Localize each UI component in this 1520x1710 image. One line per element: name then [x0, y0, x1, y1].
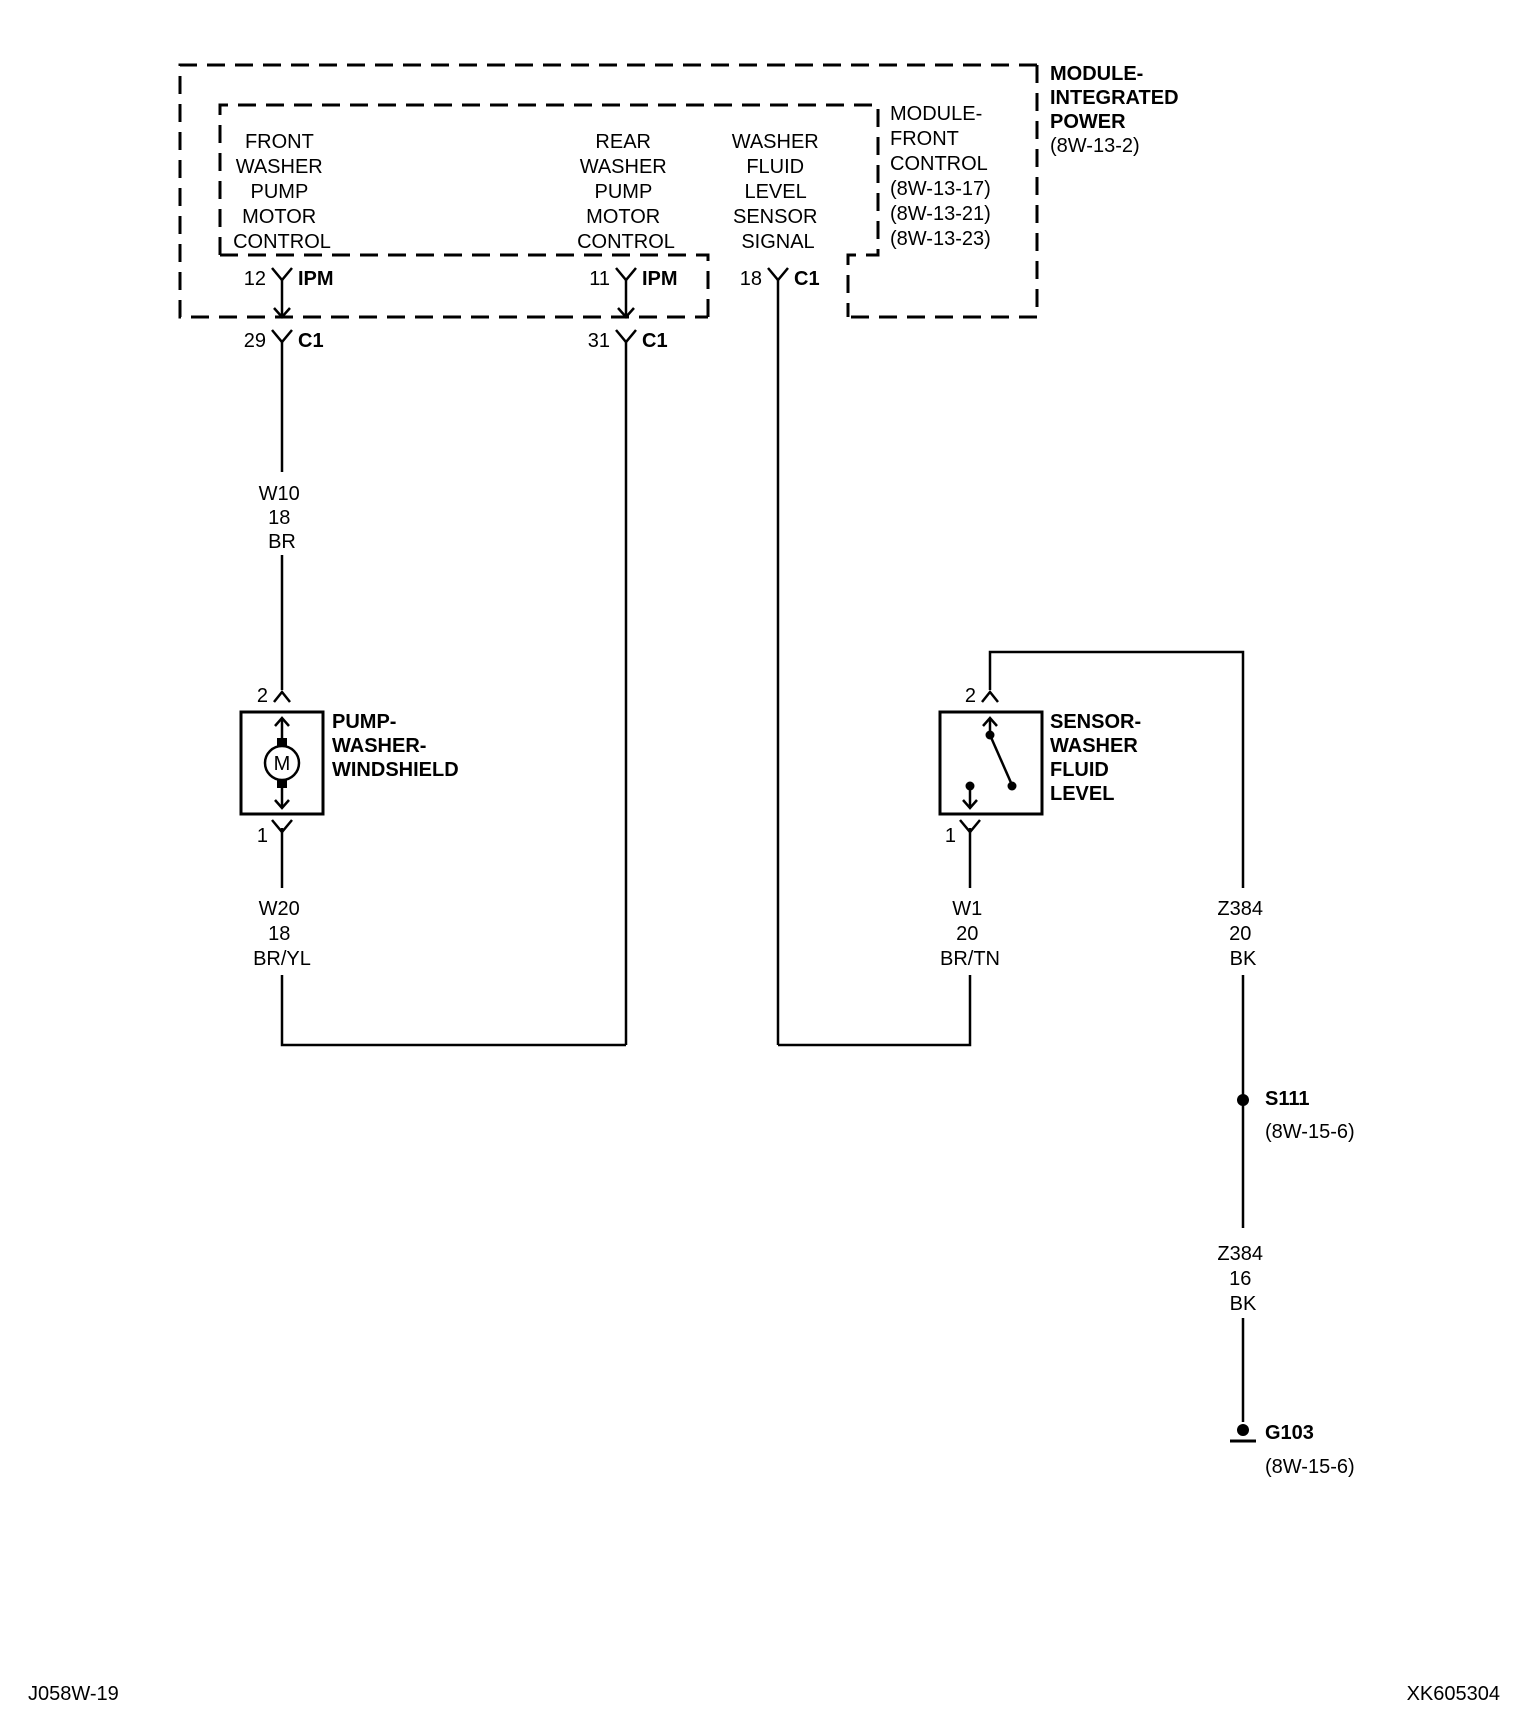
svg-text:12: 12: [244, 268, 266, 290]
svg-text:1: 1: [257, 825, 268, 847]
pump-washer-windshield: 2 M 1: [239, 685, 325, 847]
fcm-outline-inner: [220, 253, 710, 317]
connector-front-ipm: 12 IPM: [244, 267, 334, 319]
svg-text:18: 18: [740, 268, 762, 290]
fluid-level-function: WASHER FLUID LEVEL SENSOR SIGNAL: [732, 131, 825, 253]
svg-text:(8W-15-6): (8W-15-6): [1265, 1456, 1355, 1478]
wire-sensor-pin2: [988, 650, 1245, 888]
svg-text:S111: S111: [1265, 1088, 1310, 1110]
ipm-label: MODULE- INTEGRATED POWER (8W-13-2): [1050, 63, 1184, 157]
svg-text:C1: C1: [298, 330, 324, 352]
wire-label-w20: W20 18 BR/YL: [253, 898, 311, 970]
footer-right-code: XK605304: [1407, 1683, 1500, 1705]
rear-washer-function: REAR WASHER PUMP MOTOR CONTROL: [577, 131, 675, 253]
svg-text:2: 2: [257, 685, 268, 707]
sensor-washer-fluid-level: 2 1: [938, 685, 1044, 847]
wire-label-w10: W10 18 BR: [259, 483, 306, 553]
svg-text:C1: C1: [794, 268, 820, 290]
wire-label-w1: W1 20 BR/TN: [940, 898, 1000, 970]
ground-g103: G103 (8W-15-6): [1230, 1422, 1355, 1478]
connector-rear-ipm: 11 IPM: [589, 267, 678, 319]
float-switch-icon: [962, 716, 1017, 810]
sensor-label: SENSOR- WASHER FLUID LEVEL: [1050, 711, 1147, 805]
wire-w1-bottom: [778, 975, 972, 1047]
wire-label-z384-upper: Z384 20 BK: [1217, 898, 1268, 970]
svg-text:11: 11: [589, 268, 610, 290]
fcm-outline: [218, 103, 880, 317]
svg-text:IPM: IPM: [642, 268, 678, 290]
pump-label: PUMP- WASHER- WINDSHIELD: [332, 711, 459, 781]
ipm-outline: [178, 63, 1037, 319]
svg-text:1: 1: [945, 825, 956, 847]
splice-s111: S111 (8W-15-6): [1237, 1088, 1355, 1143]
svg-text:(8W-15-6): (8W-15-6): [1265, 1121, 1355, 1143]
footer-left-code: J058W-19: [28, 1683, 119, 1705]
svg-text:C1: C1: [642, 330, 668, 352]
wire-w20-bottom: [280, 975, 626, 1047]
svg-text:G103: G103: [1265, 1422, 1314, 1444]
fcm-label: MODULE- FRONT CONTROL (8W-13-17) (8W-13-…: [890, 103, 996, 250]
connector-sensor-c1: 18 C1: [740, 267, 820, 290]
connector-rear-c1: 31 C1: [588, 329, 668, 352]
svg-text:31: 31: [588, 330, 610, 352]
wire-label-z384-lower: Z384 16 BK: [1217, 1243, 1268, 1315]
ground-icon: [1230, 1424, 1256, 1443]
connector-front-c1: 29 C1: [244, 329, 324, 352]
front-washer-function: FRONT WASHER PUMP MOTOR CONTROL: [233, 131, 331, 253]
splice-dot-icon: [1237, 1094, 1249, 1106]
motor-icon: M: [263, 744, 301, 782]
svg-text:2: 2: [965, 685, 976, 707]
svg-text:IPM: IPM: [298, 268, 334, 290]
svg-text:29: 29: [244, 330, 266, 352]
svg-text:M: M: [274, 753, 291, 775]
ipm-outline-right: [848, 65, 1039, 319]
